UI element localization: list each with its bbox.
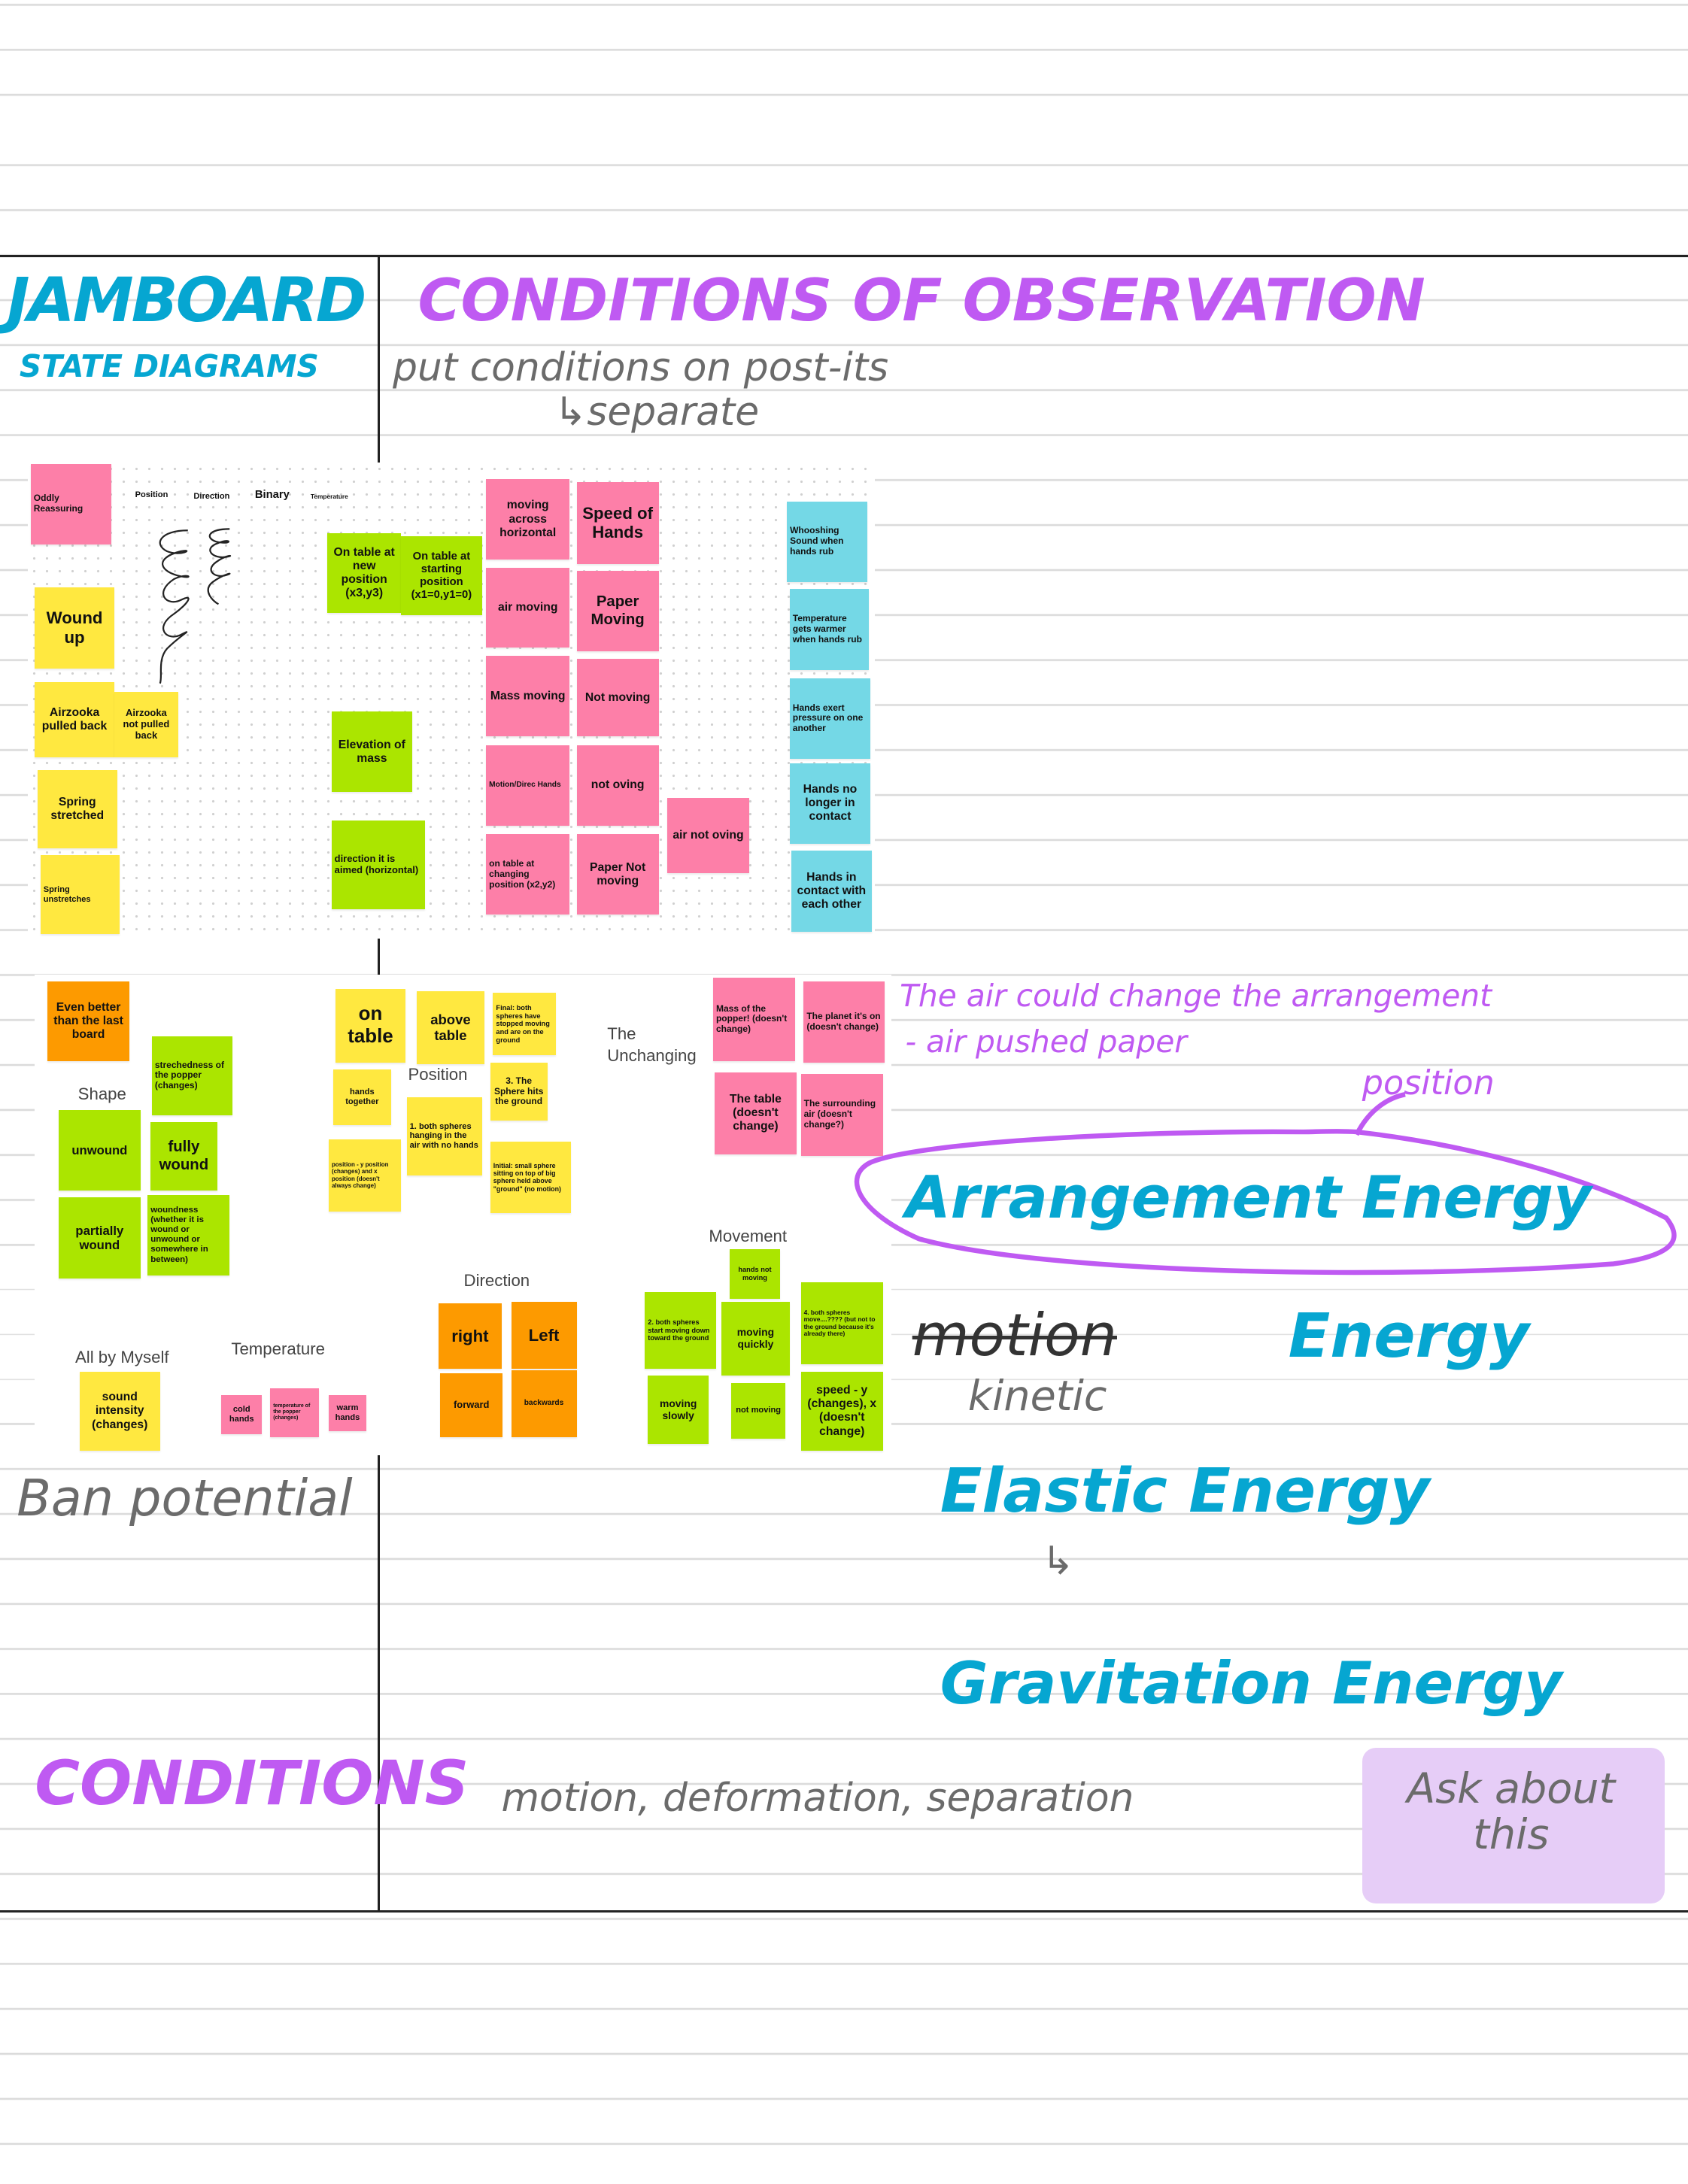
sticky-note[interactable]: sound intensity (changes) (79, 1371, 160, 1451)
sticky-note[interactable]: The surrounding air (doesn't change?) (800, 1073, 883, 1156)
margin-line (378, 255, 380, 464)
sticky-note[interactable]: 2. both spheres start moving down toward… (645, 1292, 716, 1370)
kinetic-note: kinetic (967, 1371, 1107, 1421)
sticky-note[interactable]: Elevation of mass (331, 711, 413, 793)
sticky-note[interactable]: Oddly Reassuring (30, 463, 112, 544)
energy-note: Energy (1288, 1300, 1530, 1373)
label-binary: Binary (254, 488, 290, 501)
instruction-text: put conditions on post-its (393, 345, 889, 391)
sticky-note[interactable]: 3. The Sphere hits the ground (490, 1062, 548, 1121)
sticky-note[interactable]: on table at changing position (x2,y2) (486, 834, 570, 915)
jamboard-heading: JAMBOARD (7, 264, 366, 336)
sticky-note[interactable]: above table (416, 991, 485, 1064)
label-temperature: Temperature (231, 1339, 325, 1359)
label-position: Position (135, 490, 168, 499)
sticky-note[interactable]: moving slowly (647, 1376, 709, 1444)
sticky-note[interactable]: Mass of the popper! (doesn't change) (712, 977, 796, 1061)
sticky-note[interactable]: woundness (whether it is wound or unwoun… (147, 1194, 230, 1276)
margin-line (378, 1451, 380, 1910)
sticky-note[interactable]: 4. both spheres move....???? (but not to… (800, 1282, 883, 1365)
label-direction: Direction (193, 491, 230, 501)
sticky-note[interactable]: On table at new position (x3,y3) (327, 533, 402, 613)
sticky-note[interactable]: strechedness of the popper (changes) (151, 1036, 233, 1116)
highlight-box (1362, 1747, 1665, 1903)
elastic-energy-note: Elastic Energy (940, 1454, 1430, 1527)
conditions-list: motion, deformation, separation (501, 1775, 1134, 1821)
spring-drawing-icon (159, 528, 232, 684)
sticky-note[interactable]: Initial: small sphere sitting on top of … (490, 1142, 572, 1213)
margin-line (378, 939, 380, 975)
sticky-note[interactable]: Wound up (35, 587, 114, 669)
sticky-note[interactable]: fully wound (150, 1122, 217, 1191)
circle-annotation-icon (854, 1092, 1677, 1276)
sticky-note[interactable]: Spring stretched (37, 769, 117, 848)
sticky-note[interactable]: warm hands (328, 1395, 366, 1432)
sticky-note[interactable]: The table (doesn't change) (714, 1072, 797, 1154)
sticky-note[interactable]: backwards (511, 1370, 577, 1437)
page-title: CONDITIONS OF OBSERVATION (417, 267, 1425, 335)
state-diagrams-heading: STATE DIAGRAMS (19, 347, 319, 384)
motion-struck-note: motion (912, 1302, 1117, 1370)
sticky-note[interactable]: speed - y (changes), x (doesn't change) (800, 1371, 883, 1451)
sticky-note[interactable]: moving across horizontal (486, 478, 570, 560)
sticky-note[interactable]: Temperature gets warmer when hands rub (789, 589, 870, 670)
sticky-note[interactable]: Mass moving (486, 656, 570, 737)
sticky-note[interactable]: Paper Not moving (576, 834, 659, 915)
sticky-note[interactable]: 1. both spheres hanging in the air with … (406, 1097, 482, 1175)
conditions-heading: CONDITIONS (35, 1747, 469, 1819)
top-rule (0, 255, 1688, 257)
label-shape: Shape (77, 1084, 126, 1104)
sticky-note[interactable]: temperature of the popper (changes) (270, 1388, 319, 1437)
gravitation-energy-note: Gravitation Energy (940, 1650, 1562, 1718)
sticky-note[interactable]: forward (440, 1373, 503, 1437)
bottom-rule (0, 1910, 1688, 1913)
label-the-unchanging: The Unchanging (607, 1024, 697, 1065)
sticky-note[interactable]: position - y position (changes) and x po… (328, 1139, 402, 1212)
arrangement-energy-note: Arrangement Energy (905, 1163, 1592, 1232)
sticky-note[interactable]: partially wound (58, 1197, 141, 1279)
sticky-note[interactable]: right (439, 1303, 502, 1370)
sticky-note[interactable]: Left (511, 1302, 577, 1369)
sticky-note[interactable]: Speed of Hands (576, 481, 659, 564)
sticky-note[interactable]: Whooshing Sound when hands rub (787, 501, 868, 582)
ask-about-note: Ask about this (1407, 1764, 1616, 1859)
arrow-note: ↳ (1041, 1538, 1075, 1584)
sticky-note[interactable]: Paper Moving (576, 571, 659, 652)
sticky-note[interactable]: unwound (58, 1109, 141, 1191)
sticky-note[interactable]: Hands in contact with each other (791, 851, 873, 932)
sticky-note[interactable]: moving quickly (721, 1302, 790, 1376)
label-all-by-myself: All by Myself (74, 1348, 169, 1367)
sticky-note[interactable]: Even better than the last board (47, 981, 130, 1061)
sticky-note[interactable]: Hands no longer in contact (789, 763, 871, 844)
sticky-note[interactable]: hands together (332, 1069, 392, 1125)
sticky-note[interactable]: hands not moving (730, 1248, 780, 1300)
sticky-note[interactable]: Airzooka not pulled back (114, 692, 178, 758)
air-could-note: The air could change the arrangement (900, 977, 1492, 1014)
sticky-note[interactable]: direction it is aimed (horizontal) (331, 820, 425, 910)
sticky-note[interactable]: air not oving (666, 797, 750, 873)
position-note: position (1362, 1063, 1495, 1103)
sticky-note[interactable]: Final: both spheres have stopped moving … (493, 993, 556, 1056)
sticky-note[interactable]: cold hands (221, 1395, 263, 1435)
sticky-note[interactable]: On table at starting position (x1=0,y1=0… (401, 535, 482, 616)
sticky-note[interactable]: The planet it's on (doesn't change) (803, 981, 885, 1063)
sticky-note[interactable]: Motion/Direc Hands (486, 745, 570, 826)
ban-potential-note: Ban potential (17, 1469, 353, 1528)
sticky-note[interactable]: on table (335, 988, 405, 1063)
sticky-note[interactable]: Airzooka pulled back (35, 682, 114, 758)
sticky-note[interactable]: not moving (731, 1382, 786, 1439)
label-direction: Direction (463, 1271, 530, 1291)
sticky-note[interactable]: not oving (576, 745, 659, 826)
sticky-note[interactable]: air moving (486, 568, 570, 648)
sticky-note[interactable]: Hands exert pressure on one another (789, 678, 871, 760)
label-temperature: Temperature (310, 493, 348, 501)
sticky-note[interactable]: Not moving (576, 658, 659, 737)
label-movement: Movement (709, 1227, 788, 1246)
sticky-note[interactable]: Spring unstretches (40, 854, 120, 935)
label-position: Position (408, 1065, 468, 1084)
air-pushed-note: - air pushed paper (905, 1023, 1188, 1060)
separate-text: ↳separate (554, 390, 760, 435)
